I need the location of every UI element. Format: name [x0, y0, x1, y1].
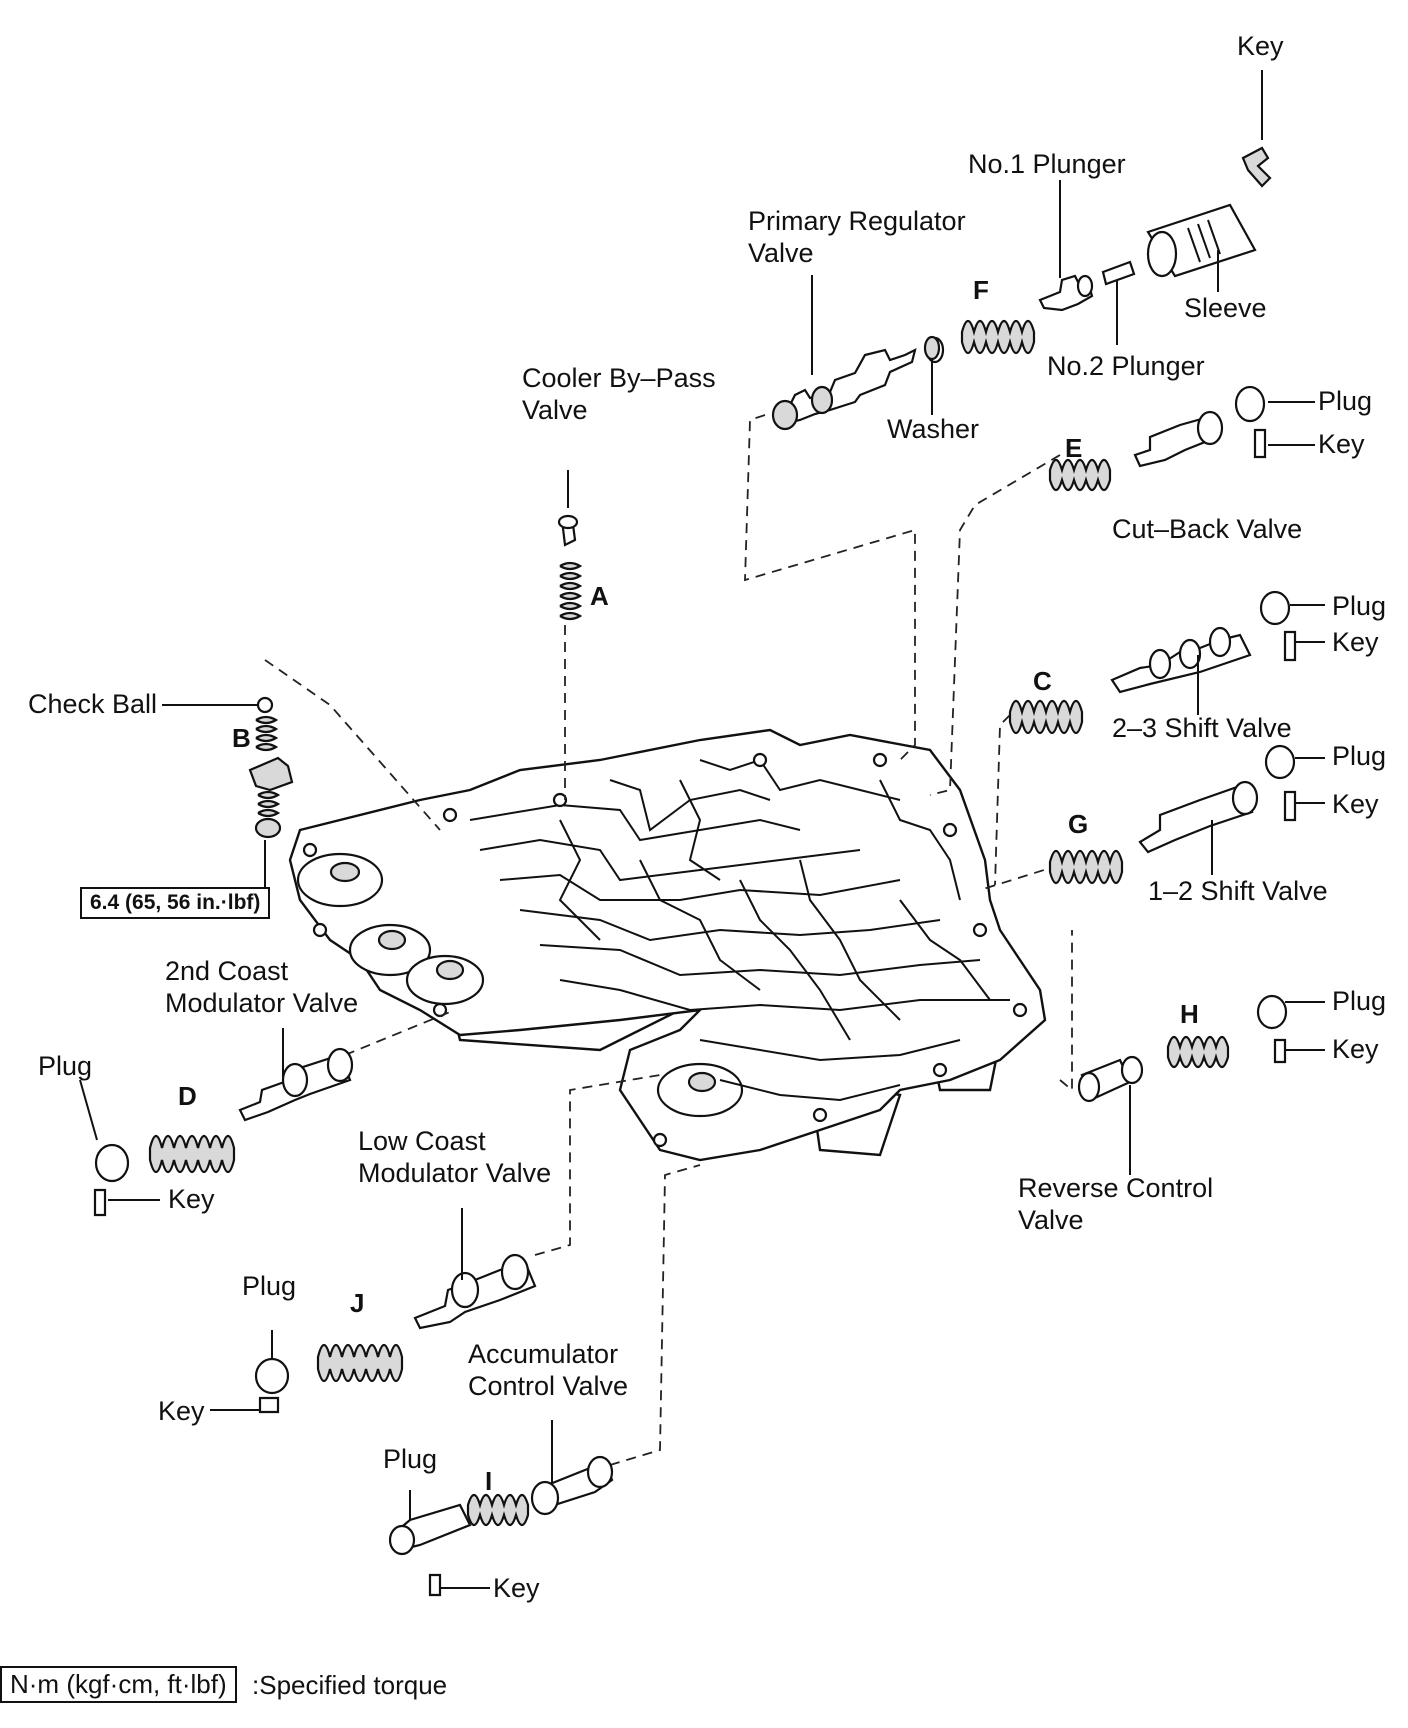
label-reverse-2: Valve [1018, 1205, 1084, 1235]
label-shift-23: 2–3 Shift Valve [1112, 713, 1292, 743]
label-2nd-coast-2: Modulator Valve [165, 988, 359, 1018]
low-coast-modulator-group [254, 1208, 537, 1414]
shift-valve-23-group [1008, 590, 1297, 735]
legend-description: :Specified torque [252, 1670, 448, 1700]
label-low-coast-2: Modulator Valve [358, 1158, 552, 1188]
valve-body-casting [288, 728, 1047, 1162]
torque-value-box: 6.4 (65, 56 in.·lbf) [80, 887, 271, 919]
assembly-guide-lines [264, 414, 1073, 1466]
label-plug-i: Plug [383, 1444, 438, 1474]
cooler-bypass-valve-group [557, 470, 583, 621]
reverse-control-valve-group [1077, 994, 1288, 1175]
label-primary-regulator-1: Primary Regulator [748, 206, 966, 236]
label-sleeve: Sleeve [1184, 293, 1267, 323]
label-plug-h: Plug [1332, 986, 1387, 1016]
shift-valve-12-group [1048, 744, 1297, 885]
label-accum-2: Control Valve [468, 1371, 629, 1401]
cut-back-valve-group [1048, 385, 1267, 492]
label-plug-e: Plug [1318, 386, 1373, 416]
label-key-top: Key [1237, 31, 1284, 61]
label-low-coast-1: Low Coast [358, 1126, 486, 1156]
label-letter-i: I [485, 1466, 493, 1496]
label-letter-b: B [232, 723, 251, 753]
second-coast-modulator-group [93, 1028, 354, 1217]
label-no1-plunger: No.1 Plunger [968, 149, 1126, 179]
label-shift-12: 1–2 Shift Valve [1148, 876, 1328, 906]
label-plug-d: Plug [38, 1051, 93, 1081]
label-key-i: Key [493, 1573, 540, 1603]
label-2nd-coast-1: 2nd Coast [165, 956, 289, 986]
label-letter-c: C [1033, 666, 1052, 696]
label-plug-j: Plug [242, 1271, 297, 1301]
label-letter-f: F [973, 275, 989, 305]
label-key-h: Key [1332, 1034, 1379, 1064]
label-washer: Washer [887, 414, 980, 444]
label-plug-g: Plug [1332, 741, 1387, 771]
label-key-j: Key [158, 1396, 205, 1426]
label-letter-g: G [1068, 809, 1089, 839]
label-key-d: Key [168, 1184, 215, 1214]
primary-regulator-valve-group [771, 146, 1272, 431]
label-key-e: Key [1318, 429, 1365, 459]
label-cooler-bypass-2: Valve [522, 395, 588, 425]
label-cooler-bypass-1: Cooler By–Pass [522, 363, 716, 393]
label-reverse-1: Reverse Control [1018, 1173, 1214, 1203]
accumulator-control-group [388, 1420, 614, 1597]
label-letter-j: J [350, 1288, 365, 1318]
label-primary-regulator-2: Valve [748, 238, 814, 268]
label-letter-d: D [178, 1081, 197, 1111]
check-ball-group [162, 696, 294, 890]
leader-lines [79, 70, 1325, 1589]
label-plug-c: Plug [1332, 591, 1387, 621]
label-key-c: Key [1332, 627, 1379, 657]
label-no2-plunger: No.2 Plunger [1047, 351, 1205, 381]
legend-torque-unit-box: N·m (kgf·cm, ft·lbf) [0, 1666, 237, 1703]
label-letter-e: E [1065, 433, 1083, 463]
label-check-ball: Check Ball [28, 689, 158, 719]
label-key-g: Key [1332, 789, 1379, 819]
label-letter-a: A [590, 581, 609, 611]
label-accum-1: Accumulator [468, 1339, 619, 1369]
label-cut-back: Cut–Back Valve [1112, 514, 1303, 544]
label-letter-h: H [1180, 999, 1199, 1029]
